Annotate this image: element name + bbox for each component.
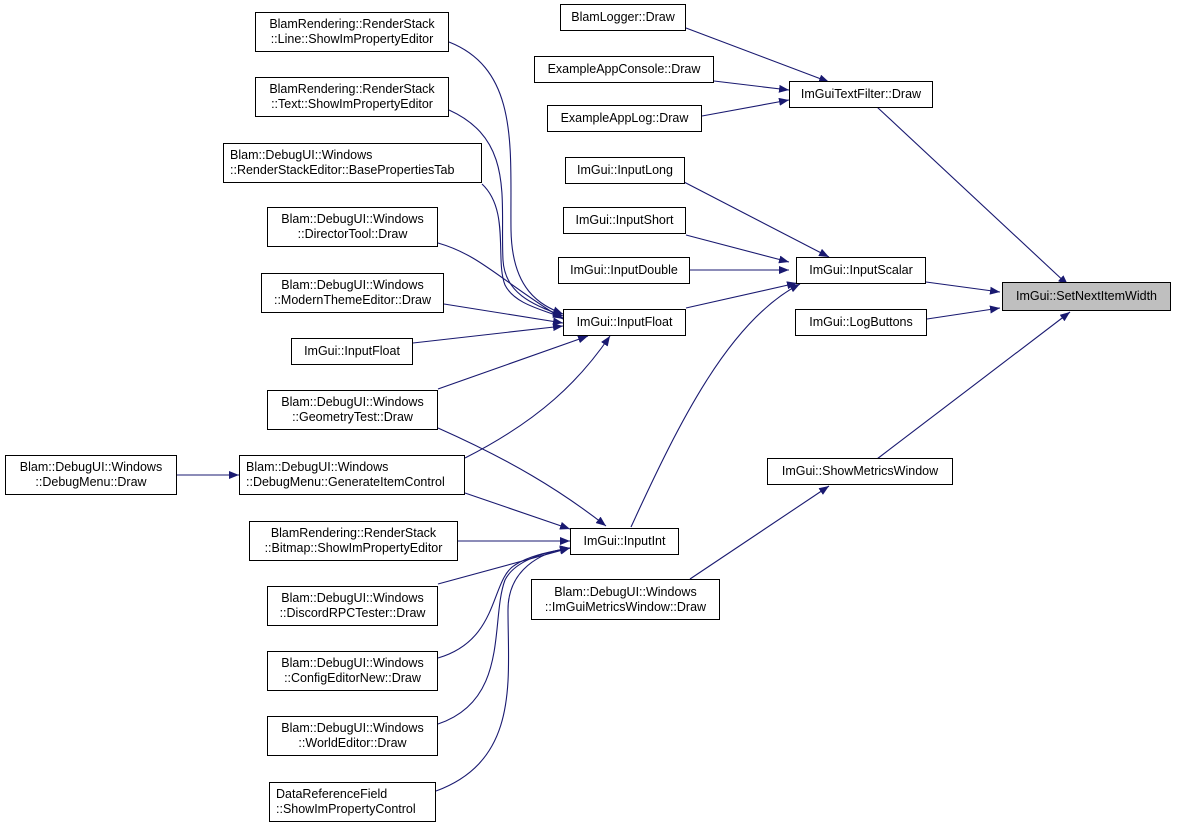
node-label: ImGui::InputInt bbox=[583, 534, 666, 548]
node-label-line2: ::ConfigEditorNew::Draw bbox=[284, 671, 421, 685]
node-text-showimpropertyeditor[interactable]: BlamRendering::RenderStack ::Text::ShowI… bbox=[255, 77, 449, 117]
node-inputint[interactable]: ImGui::InputInt bbox=[570, 528, 679, 555]
node-showmetricswindow[interactable]: ImGui::ShowMetricsWindow bbox=[767, 458, 953, 485]
edge-director-to-inputfloat bbox=[437, 242, 564, 320]
node-worldeditor-draw[interactable]: Blam::DebugUI::Windows ::WorldEditor::Dr… bbox=[267, 716, 438, 756]
edge-geometry-to-inputfloat bbox=[437, 335, 589, 390]
node-label: ExampleAppConsole::Draw bbox=[547, 62, 701, 76]
edge-text-to-inputfloat bbox=[448, 109, 564, 317]
node-label: ImGui::InputDouble bbox=[570, 263, 678, 277]
node-configeditornew-draw[interactable]: Blam::DebugUI::Windows ::ConfigEditorNew… bbox=[267, 651, 438, 691]
node-label-line2: ::ModernThemeEditor::Draw bbox=[273, 293, 431, 307]
node-generateitemcontrol[interactable]: Blam::DebugUI::Windows ::DebugMenu::Gene… bbox=[239, 455, 465, 495]
node-inputlong[interactable]: ImGui::InputLong bbox=[565, 157, 685, 184]
node-label: ImGui::LogButtons bbox=[809, 315, 913, 329]
node-label: ImGuiTextFilter::Draw bbox=[800, 87, 922, 101]
node-logger-draw[interactable]: BlamLogger::Draw bbox=[560, 4, 686, 31]
node-console-draw[interactable]: ExampleAppConsole::Draw bbox=[534, 56, 714, 83]
node-basepropertiestab[interactable]: Blam::DebugUI::Windows ::RenderStackEdit… bbox=[223, 143, 482, 183]
node-geometrytest-draw[interactable]: Blam::DebugUI::Windows ::GeometryTest::D… bbox=[267, 390, 438, 430]
node-label: ImGui::InputFloat bbox=[304, 344, 400, 358]
node-label-line2: ::DebugMenu::Draw bbox=[35, 475, 147, 489]
node-label-line1: Blam::DebugUI::Windows bbox=[246, 460, 389, 474]
node-set-next-item-width: ImGui::SetNextItemWidth bbox=[1002, 282, 1171, 311]
edge-generate-to-inputint bbox=[464, 492, 571, 530]
node-label-line2: ::DiscordRPCTester::Draw bbox=[279, 606, 426, 620]
node-imguimetricswindow-draw[interactable]: Blam::DebugUI::Windows ::ImGuiMetricsWin… bbox=[531, 579, 720, 620]
node-logbuttons[interactable]: ImGui::LogButtons bbox=[795, 309, 927, 336]
node-label-line1: Blam::DebugUI::Windows bbox=[281, 656, 424, 670]
node-textfilter-draw[interactable]: ImGuiTextFilter::Draw bbox=[789, 81, 933, 108]
node-label-line1: DataReferenceField bbox=[276, 787, 388, 801]
node-label: ImGui::InputLong bbox=[577, 163, 673, 177]
edge-line-to-inputfloat bbox=[448, 41, 564, 315]
node-label: ImGui::ShowMetricsWindow bbox=[781, 464, 939, 478]
node-label-line1: Blam::DebugUI::Windows bbox=[19, 460, 163, 474]
node-label-line2: ::Bitmap::ShowImPropertyEditor bbox=[264, 541, 443, 555]
edge-logbuttons-to-setnext bbox=[926, 305, 1001, 320]
node-label-line1: Blam::DebugUI::Windows bbox=[281, 278, 424, 292]
node-label: ImGui::InputShort bbox=[575, 213, 674, 227]
node-label-line2: ::WorldEditor::Draw bbox=[298, 736, 407, 750]
node-bitmap-showimpropertyeditor[interactable]: BlamRendering::RenderStack ::Bitmap::Sho… bbox=[249, 521, 458, 561]
edge-inputfloat-to-inputscalar bbox=[685, 281, 798, 309]
edge-textfilter-to-setnext bbox=[876, 106, 1069, 286]
edge-dataref-to-inputint bbox=[435, 545, 571, 792]
node-label-line2: ::Line::ShowImPropertyEditor bbox=[270, 32, 434, 46]
node-applog-draw[interactable]: ExampleAppLog::Draw bbox=[547, 105, 702, 132]
edge-theme-to-inputfloat bbox=[443, 303, 564, 326]
node-label: ImGui::InputScalar bbox=[809, 263, 913, 277]
node-modernthemeeditor-draw[interactable]: Blam::DebugUI::Windows ::ModernThemeEdit… bbox=[261, 273, 444, 313]
node-inputscalar[interactable]: ImGui::InputScalar bbox=[796, 257, 926, 284]
edge-showmetrics-to-setnext bbox=[876, 311, 1071, 460]
node-label-line1: Blam::DebugUI::Windows bbox=[281, 721, 424, 735]
node-label: BlamLogger::Draw bbox=[571, 10, 675, 24]
node-label-line1: Blam::DebugUI::Windows bbox=[281, 591, 424, 605]
edge-inputshort-to-inputscalar bbox=[685, 234, 790, 264]
node-label-line1: BlamRendering::RenderStack bbox=[269, 17, 435, 31]
node-label-line1: BlamRendering::RenderStack bbox=[269, 82, 435, 96]
node-label-line1: Blam::DebugUI::Windows bbox=[554, 584, 697, 599]
node-label-line2: ::Text::ShowImPropertyEditor bbox=[271, 97, 433, 111]
node-label-line2: ::RenderStackEditor::BasePropertiesTab bbox=[230, 163, 455, 177]
edge-inputfloat2-to-inputfloat bbox=[412, 323, 564, 344]
edge-metricswindow-to-showmetrics bbox=[689, 485, 830, 580]
node-label-line1: Blam::DebugUI::Windows bbox=[281, 212, 424, 226]
node-label: ImGui::SetNextItemWidth bbox=[1015, 289, 1157, 303]
node-label: ImGui::InputFloat bbox=[576, 315, 673, 329]
node-discordrpctester-draw[interactable]: Blam::DebugUI::Windows ::DiscordRPCTeste… bbox=[267, 586, 438, 626]
edge-applog-to-textfilter bbox=[701, 97, 790, 117]
edge-world-to-inputint bbox=[437, 545, 571, 725]
node-inputshort[interactable]: ImGui::InputShort bbox=[563, 207, 686, 234]
node-inputfloat-secondary[interactable]: ImGui::InputFloat bbox=[291, 338, 413, 365]
edge-inputint-to-inputscalar bbox=[630, 283, 801, 528]
edge-inputscalar-to-setnext bbox=[925, 281, 1001, 295]
edge-logger-to-textfilter bbox=[685, 27, 830, 83]
node-line-showimpropertyeditor[interactable]: BlamRendering::RenderStack ::Line::ShowI… bbox=[255, 12, 449, 52]
node-datareferencefield-showimpropertycontrol[interactable]: DataReferenceField ::ShowImPropertyContr… bbox=[269, 782, 436, 822]
node-label-line2: ::ImGuiMetricsWindow::Draw bbox=[544, 599, 707, 614]
edge-generate-to-inputfloat bbox=[464, 335, 611, 459]
node-directortool-draw[interactable]: Blam::DebugUI::Windows ::DirectorTool::D… bbox=[267, 207, 438, 247]
node-inputfloat-main[interactable]: ImGui::InputFloat bbox=[563, 309, 686, 336]
edge-console-to-textfilter bbox=[713, 80, 790, 93]
node-label-line2: ::GeometryTest::Draw bbox=[292, 410, 413, 424]
edge-baseprops-to-inputfloat bbox=[481, 183, 564, 319]
node-label-line1: BlamRendering::RenderStack bbox=[270, 526, 437, 540]
node-label-line2: ::DebugMenu::GenerateItemControl bbox=[246, 475, 445, 489]
node-debugmenu-draw[interactable]: Blam::DebugUI::Windows ::DebugMenu::Draw bbox=[5, 455, 177, 495]
node-label: ExampleAppLog::Draw bbox=[560, 111, 689, 125]
node-label-line2: ::ShowImPropertyControl bbox=[276, 802, 416, 816]
edge-inputlong-to-inputscalar bbox=[683, 181, 830, 258]
edge-geometry-to-inputint bbox=[437, 427, 607, 527]
node-label-line2: ::DirectorTool::Draw bbox=[297, 227, 408, 241]
edge-discord-to-inputint bbox=[437, 546, 571, 585]
node-inputdouble[interactable]: ImGui::InputDouble bbox=[558, 257, 690, 284]
node-label-line1: Blam::DebugUI::Windows bbox=[230, 148, 373, 162]
node-label-line1: Blam::DebugUI::Windows bbox=[281, 395, 424, 409]
